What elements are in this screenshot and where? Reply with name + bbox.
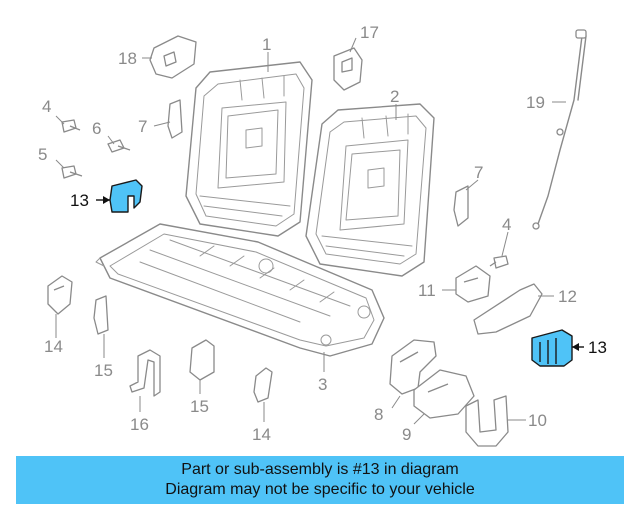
leader-lines xyxy=(55,37,584,425)
callout-13-left: 13 xyxy=(70,191,89,210)
callout-15-center: 15 xyxy=(190,397,209,416)
part-12-cover xyxy=(473,283,543,335)
callout-16: 16 xyxy=(130,415,149,434)
part-16-clip xyxy=(129,349,161,397)
callout-18: 18 xyxy=(118,49,137,68)
callout-labels: 1 2 3 4 4 5 6 7 7 8 9 10 11 12 13 13 14 … xyxy=(38,23,607,444)
part-17-bracket xyxy=(333,47,363,91)
part-19-rod xyxy=(532,29,587,230)
callout-4-left: 4 xyxy=(42,97,51,116)
part-15-center xyxy=(189,339,215,381)
callout-17: 17 xyxy=(360,23,379,42)
callout-2: 2 xyxy=(390,87,399,106)
part-13-highlighted-left xyxy=(109,179,143,213)
callout-14-center: 14 xyxy=(252,425,271,444)
part-10-clip xyxy=(465,395,509,447)
part-4-bolt-right xyxy=(489,255,509,269)
callout-6: 6 xyxy=(92,119,101,138)
part-15-left xyxy=(93,295,109,335)
banner-line-1: Part or sub-assembly is #13 in diagram xyxy=(181,461,459,478)
parts-diagram: 1 2 3 4 4 5 6 7 7 8 9 10 11 12 13 13 14 … xyxy=(38,23,607,447)
callout-7-left: 7 xyxy=(138,117,147,136)
part-7-cover-left xyxy=(167,99,183,139)
part-6-bolt xyxy=(107,139,131,153)
callout-3: 3 xyxy=(318,375,327,394)
part-7-cover-right xyxy=(453,185,469,227)
callout-8: 8 xyxy=(374,405,383,424)
callout-11: 11 xyxy=(418,281,436,300)
part-13-highlighted-right xyxy=(531,329,573,367)
callout-4-right: 4 xyxy=(502,215,511,234)
info-banner: Part or sub-assembly is #13 in diagram D… xyxy=(16,456,624,504)
part-18-bracket xyxy=(149,35,197,79)
seat-back-frame-right xyxy=(305,103,435,277)
part-11-latch xyxy=(455,265,491,303)
callout-13-right: 13 xyxy=(588,338,607,357)
callout-5: 5 xyxy=(38,145,47,164)
callout-14-left: 14 xyxy=(44,337,63,356)
callout-7-right: 7 xyxy=(474,163,483,182)
seat-back-frame-left xyxy=(185,61,313,237)
part-9-bracket xyxy=(413,369,475,419)
part-14-center xyxy=(253,367,273,403)
callout-19: 19 xyxy=(526,93,545,112)
callout-1: 1 xyxy=(262,35,271,54)
callout-12: 12 xyxy=(558,287,577,306)
callout-9: 9 xyxy=(402,425,411,444)
part-14-left xyxy=(47,275,73,315)
callout-10: 10 xyxy=(528,411,547,430)
part-5-bolt xyxy=(61,165,83,179)
part-8-bracket xyxy=(389,339,437,395)
callout-15-left: 15 xyxy=(94,361,113,380)
seat-cushion-frame xyxy=(95,223,385,357)
part-4-bolt-left xyxy=(61,119,81,133)
banner-line-2: Diagram may not be specific to your vehi… xyxy=(165,481,475,498)
